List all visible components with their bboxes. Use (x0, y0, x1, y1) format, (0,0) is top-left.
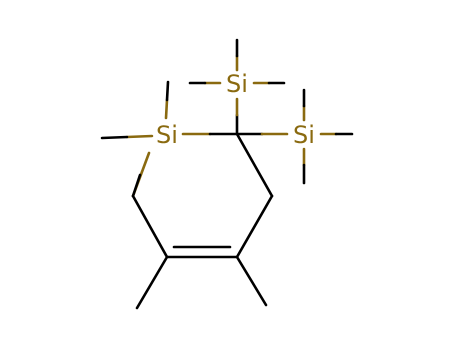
atom-labels: Si Si Si (156, 70, 315, 149)
bond-si-ring-methyl-up-si (164, 98, 169, 120)
atom-label-si-top: Si (226, 70, 248, 98)
bond-c-right-to-ch2-right (235, 194, 274, 259)
atom-label-si-right: Si (293, 121, 315, 149)
bond-si-ring-methyl-up-c (165, 80, 170, 102)
bond-ch2-right-to-quaternary-c (235, 132, 274, 198)
bonds (100, 38, 354, 310)
bond-ch2-left-to-c-left (131, 194, 169, 259)
atom-label-si-ring: Si (156, 121, 178, 149)
bond-si-ring-methyl-left-c (100, 135, 129, 140)
bond-ch2-left-to-ch2-left-half (131, 173, 142, 198)
bond-methyl-left (135, 255, 169, 310)
bond-methyl-right (235, 255, 268, 307)
bond-si-ring-methyl-left-si (125, 134, 154, 139)
